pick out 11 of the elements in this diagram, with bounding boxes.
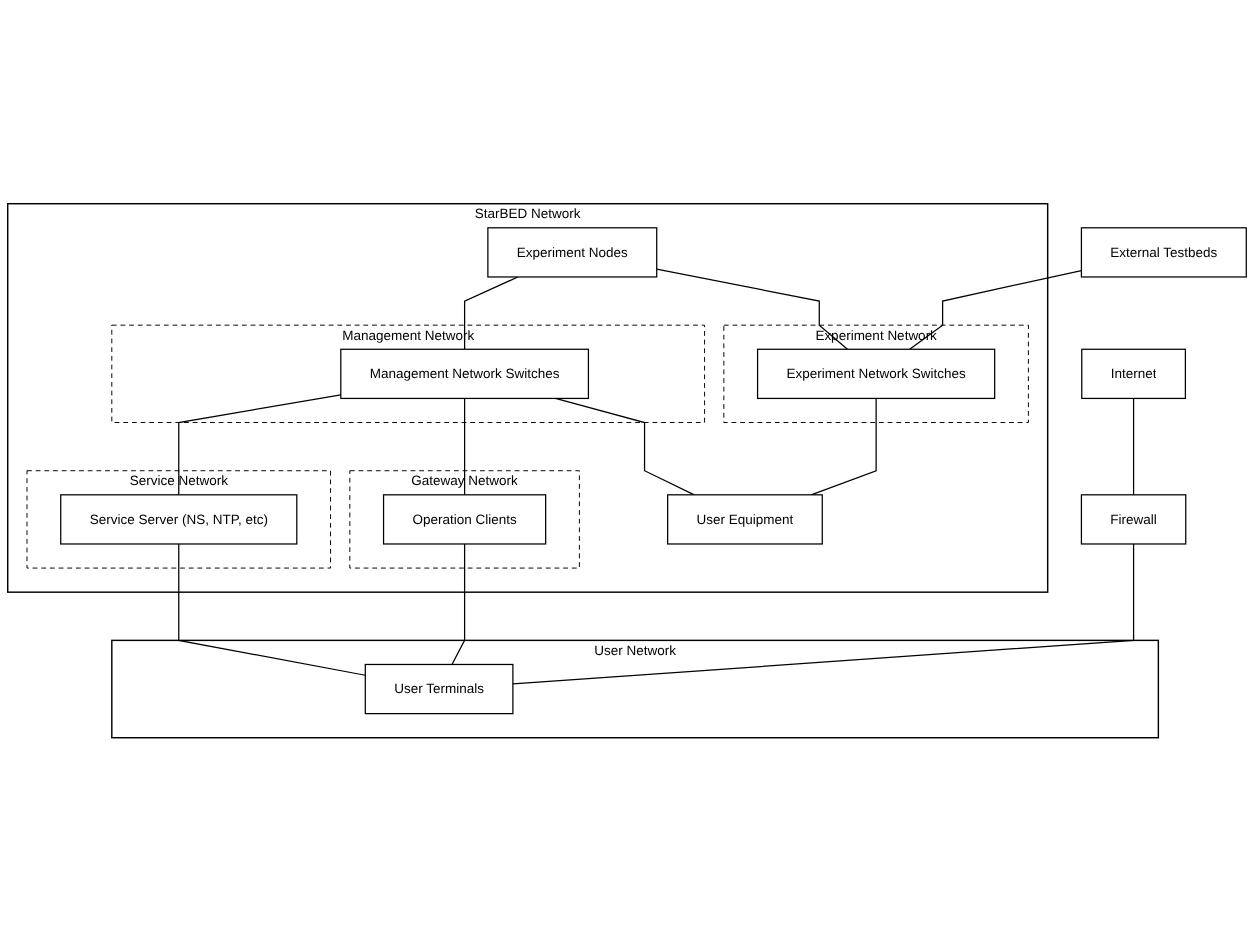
connector xyxy=(464,397,466,495)
connector xyxy=(464,275,519,350)
connector xyxy=(512,542,1135,684)
connector xyxy=(178,393,342,495)
connector xyxy=(178,542,366,676)
connector xyxy=(656,267,849,350)
connector xyxy=(451,542,466,665)
connector xyxy=(810,397,877,495)
connector xyxy=(1132,397,1135,495)
connector xyxy=(554,397,695,495)
connector xyxy=(909,269,1083,350)
